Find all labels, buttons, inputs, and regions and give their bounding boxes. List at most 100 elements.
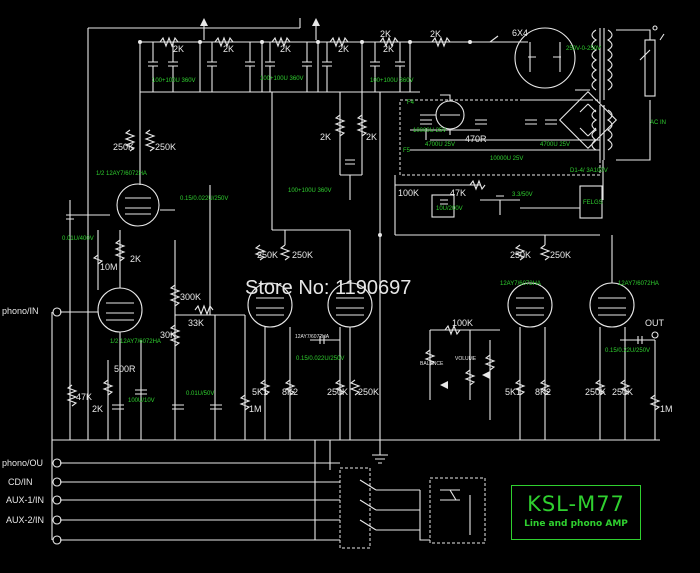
rectifier-tube-icon — [514, 27, 576, 89]
output-label: OUT — [645, 318, 665, 328]
res-label: 10M — [100, 262, 118, 272]
res-label: 100K — [398, 188, 419, 198]
tube-label: 1/2 12AY7/6072HA — [96, 171, 147, 177]
component-labels: phono/IN phono/OU CD/IN AUX-1/IN AUX-2/I… — [2, 28, 673, 525]
cap-label: 100+100U 360V — [260, 76, 304, 82]
heater-supply — [395, 90, 618, 219]
transformer-voltage: 250V-0-250V — [566, 46, 601, 52]
res-label: 8K2 — [535, 387, 551, 397]
output-stage — [394, 175, 661, 440]
cd-in-jack-icon — [52, 477, 62, 487]
res-label: 1M — [660, 404, 673, 414]
cap-label: 0.15/0.022U/250V — [180, 196, 228, 202]
res-label: 2K — [280, 44, 291, 54]
aux2-in-jack-2-icon — [52, 535, 62, 545]
res-label: 250K — [510, 250, 531, 260]
model-title: KSL-M77 — [527, 492, 625, 516]
res-label: 100K — [452, 318, 473, 328]
input-label: AUX-2/IN — [6, 515, 44, 525]
phono-stage — [60, 92, 251, 440]
cap-label: 0.01U/50V — [186, 391, 214, 397]
cap-label: 10U/200V — [436, 206, 463, 212]
res-label: 1M — [249, 404, 262, 414]
res-label: 33K — [188, 318, 204, 328]
res-label: 2K — [383, 44, 394, 54]
tube-label: 12AY7/6072HA — [295, 334, 330, 340]
phono-tube-1-icon — [116, 183, 160, 227]
cap-label: 0.15/0.022U/250V — [296, 356, 344, 362]
ac-label: AC IN — [650, 120, 666, 126]
res-label: 8K2 — [282, 387, 298, 397]
res-label: 250K — [585, 387, 606, 397]
res-label: 250K — [292, 250, 313, 260]
res-label: 30K — [160, 330, 176, 340]
res-label: 250K — [550, 250, 571, 260]
tube-label: 1/2 12AY7/6072HA — [110, 339, 161, 345]
res-label: 2K — [430, 29, 441, 39]
tube-label: 12AY7/6072HA — [618, 281, 659, 287]
res-label: 2K — [130, 254, 141, 264]
output-tube-2-icon — [589, 282, 635, 328]
rectifier-label: 6X4 — [512, 28, 528, 38]
res-label: 2K — [338, 44, 349, 54]
res-label: 300K — [180, 292, 201, 302]
res-label: 250K — [257, 250, 278, 260]
fuse-label: F5 — [403, 148, 411, 154]
input-label: AUX-1/IN — [6, 495, 44, 505]
input-label: CD/IN — [8, 477, 33, 487]
res-label: 2K — [223, 44, 234, 54]
res-label: 47K — [450, 188, 466, 198]
watermark: Store No: 1190697 — [245, 277, 411, 299]
line-stage — [247, 92, 373, 440]
tube-label: 12AY7/6072HA — [500, 281, 541, 287]
res-label: 5K1 — [252, 387, 268, 397]
res-label: 470R — [465, 134, 487, 144]
output-tube-1-icon — [507, 282, 553, 328]
cap-label: 10000U 25V — [490, 156, 523, 162]
line-tube-1-icon — [247, 282, 293, 328]
output-jack-icon — [651, 331, 659, 339]
cap-label: 4700U 25V — [540, 142, 570, 148]
res-label: 47K — [76, 392, 92, 402]
res-label: 2K — [366, 132, 377, 142]
res-label: 2K — [173, 44, 184, 54]
input-selector — [51, 307, 660, 549]
cap-label: 4700U 25V — [425, 142, 455, 148]
res-label: 5K1 — [505, 387, 521, 397]
res-label: 500R — [114, 364, 136, 374]
res-label: 2K — [380, 29, 391, 39]
ht-rail — [87, 18, 520, 440]
volume-label: VOLUME — [455, 356, 477, 362]
rectifier-section — [468, 25, 665, 161]
phono-in-jack-icon — [52, 307, 62, 317]
cap-label: 100+100U 360V — [152, 78, 196, 84]
model-subtitle: Line and phono AMP — [524, 519, 628, 529]
input-label: phono/IN — [2, 306, 39, 316]
aux2-in-jack-icon — [52, 515, 62, 525]
res-label: 2K — [320, 132, 331, 142]
phono-out-jack-icon — [52, 458, 62, 468]
dropper-resistors — [334, 92, 388, 464]
cap-label: 0.15/0.22U/250V — [605, 348, 650, 354]
cap-label: 100U/10V — [128, 398, 155, 404]
diode-label: D1-4/ 3A100V — [570, 168, 608, 174]
relay-label: FELGS — [583, 200, 603, 206]
cap-label: 10000U 25V — [413, 128, 446, 134]
res-label: 250K — [327, 387, 348, 397]
balance-label: BALANCE — [420, 361, 444, 367]
phono-tube-2-icon — [97, 287, 143, 333]
res-label: 2K — [92, 404, 103, 414]
res-label: 250K — [113, 142, 134, 152]
fuse-label: F4 — [407, 100, 415, 106]
res-label: 250K — [155, 142, 176, 152]
res-label: 250K — [612, 387, 633, 397]
cap-label: 100+100U 360V — [288, 188, 332, 194]
cap-label: 3.3/50V — [512, 192, 533, 198]
cap-label: 100+100U 360V — [370, 78, 414, 84]
aux1-in-jack-icon — [52, 495, 62, 505]
res-label: 250K — [358, 387, 379, 397]
title-plate: KSL-M77 Line and phono AMP — [511, 485, 641, 540]
cap-label: 0.01U/400V — [62, 236, 94, 242]
input-label: phono/OU — [2, 458, 43, 468]
